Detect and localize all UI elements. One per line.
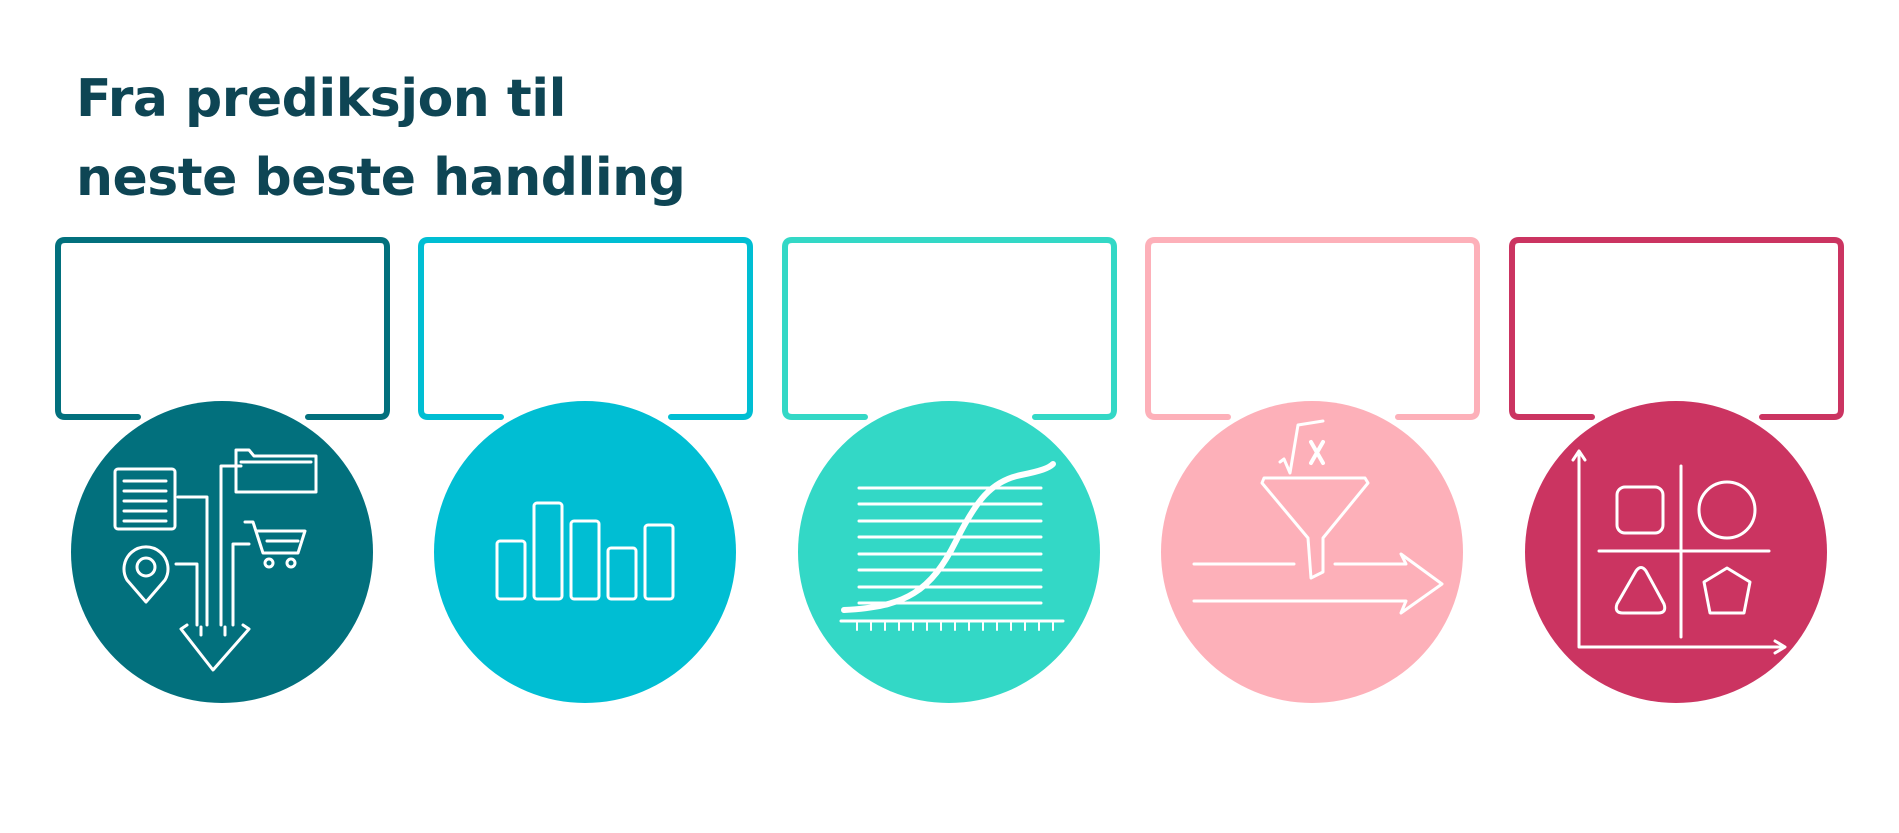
step-4-label-box (1145, 237, 1480, 420)
page-title: Fra prediksjon til neste beste handling (76, 60, 686, 218)
bar-chart-icon (495, 501, 675, 601)
step-1 (55, 237, 390, 703)
step-4-circle (1161, 401, 1463, 703)
step-5 (1509, 237, 1844, 703)
step-1-label-box (55, 237, 390, 420)
step-4 (1145, 237, 1480, 703)
title-line-2: neste beste handling (76, 148, 686, 208)
step-2-label-box (418, 237, 753, 420)
s-curve-chart-icon (839, 461, 1065, 631)
step-3 (782, 237, 1117, 703)
quadrant-shapes-icon (1571, 449, 1787, 655)
data-sources-funnel-icon (113, 448, 318, 672)
formula-filter-icon (1192, 419, 1444, 615)
step-2 (418, 237, 753, 703)
step-3-label-box (782, 237, 1117, 420)
title-line-1: Fra prediksjon til (76, 69, 566, 129)
step-2-circle (434, 401, 736, 703)
step-5-label-box (1509, 237, 1844, 420)
